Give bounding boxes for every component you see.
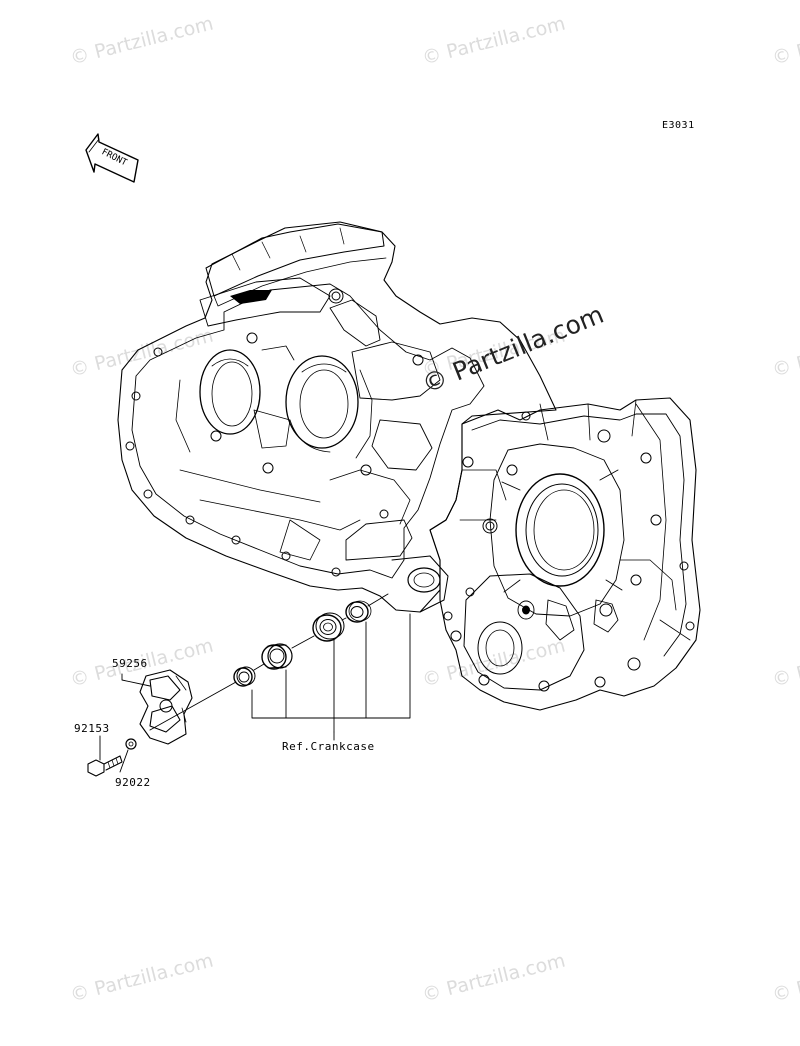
part-label-92022: 92022 [115,776,151,789]
oil-seal-large [345,600,372,623]
bolt [87,755,123,777]
impeller [139,669,193,745]
part-label-59256: 59256 [112,657,148,670]
reference-label: Ref.Crankcase [282,740,375,753]
front-arrow-icon: FRONT [85,133,139,183]
crankcase-left-half [117,221,557,613]
crankcase-right-half [429,397,701,711]
bolt-holes [125,288,695,692]
oil-seal-small [233,666,256,687]
ball-bearing [312,612,345,642]
diagram-code: E3031 [662,120,695,131]
part-label-92153: 92153 [74,722,110,735]
shaft-axis [149,593,389,731]
leader-lines [99,613,411,773]
washer [125,738,137,750]
mechanical-seal [261,643,293,670]
